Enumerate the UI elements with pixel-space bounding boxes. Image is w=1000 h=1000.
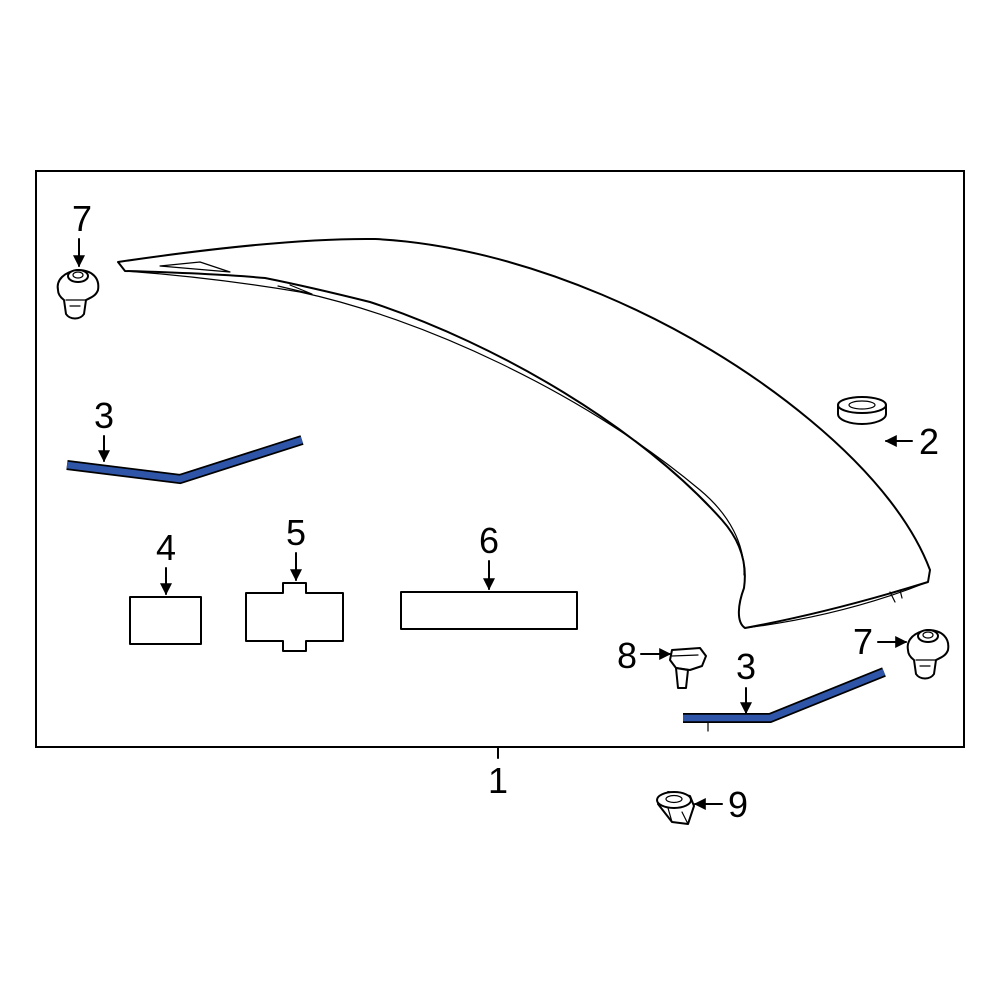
callout-9: 9 xyxy=(728,784,748,825)
callout-5: 5 xyxy=(286,512,306,553)
pad-part-4 xyxy=(129,596,202,645)
callout-6: 6 xyxy=(479,520,499,561)
spoiler xyxy=(117,237,931,629)
tape-fill xyxy=(683,668,886,722)
assembly-frame xyxy=(35,170,965,748)
fastener-part-8 xyxy=(669,647,707,689)
callout-4: 4 xyxy=(156,527,176,568)
callout-7-left: 7 xyxy=(72,198,92,239)
clip-part-7-left xyxy=(56,269,100,320)
callout-3-left: 3 xyxy=(94,395,114,436)
pad-part-5 xyxy=(245,582,344,652)
tape-fill xyxy=(66,436,303,483)
callout-7-right: 7 xyxy=(853,621,873,662)
callout-1: 1 xyxy=(488,760,508,801)
tape-part-3-right xyxy=(683,667,886,723)
grommet-part-2 xyxy=(837,396,887,425)
clip-part-7-right xyxy=(906,629,950,680)
callout-2: 2 xyxy=(919,421,939,462)
pad-part-6 xyxy=(400,591,578,630)
nut-part-9 xyxy=(656,791,695,825)
callout-3-right: 3 xyxy=(736,646,756,687)
callout-8: 8 xyxy=(617,635,637,676)
tape-part-3-left xyxy=(66,435,304,485)
